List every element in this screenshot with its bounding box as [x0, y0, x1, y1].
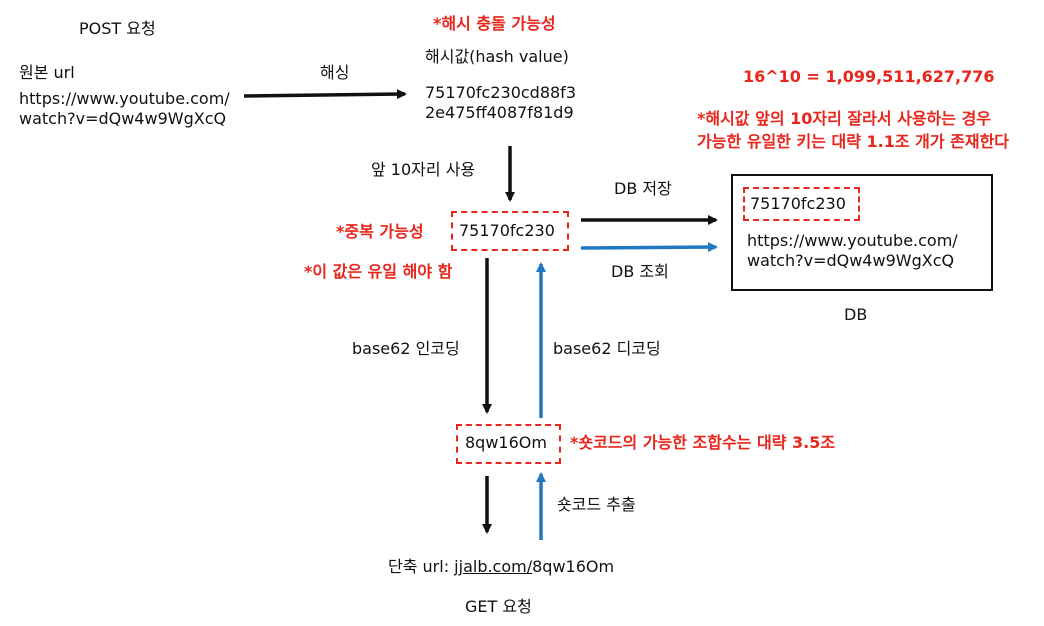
- db-url-line1: https://www.youtube.com/: [747, 231, 958, 250]
- hashing-arrow: [243, 89, 407, 100]
- combo-note: *숏코드의 가능한 조합수는 대략 3.5조: [570, 433, 836, 452]
- short-code-value: 8qw16Om: [465, 433, 547, 452]
- base62-decoding-label: base62 디코딩: [553, 339, 661, 358]
- db-lookup-label: DB 조회: [611, 262, 669, 281]
- original-url-line1: https://www.youtube.com/: [19, 89, 230, 108]
- short-url: 단축 url: jjalb.com/8qw16Om: [388, 556, 614, 578]
- post-request-label: POST 요청: [79, 19, 156, 38]
- short-hash-box: [451, 211, 569, 251]
- base62-encoding-label: base62 인코딩: [352, 339, 460, 358]
- formula-note: 16^10 = 1,099,511,627,776: [743, 67, 995, 86]
- short-url-domain-link[interactable]: jjalb.com/: [454, 557, 533, 576]
- use-first10-label: 앞 10자리 사용: [371, 160, 476, 179]
- hash-collision-note: *해시 충돌 가능성: [433, 14, 556, 33]
- db-key-box: [743, 187, 860, 221]
- duplicate-note: *중복 가능성: [336, 222, 424, 241]
- db-url-line2: watch?v=dQw4w9WgXcQ: [747, 251, 955, 270]
- short-hash-value: 75170fc230: [459, 221, 555, 240]
- short-code-box: [456, 424, 561, 464]
- get-request-label: GET 요청: [465, 597, 532, 616]
- db-box: [731, 174, 993, 291]
- db-lookup-arrow: [580, 242, 718, 253]
- short-code-extract-label: 숏코드 추출: [557, 495, 636, 514]
- hashing-label: 해싱: [320, 63, 350, 82]
- hash-value-line1: 75170fc230cd88f3: [425, 83, 576, 102]
- unique-note: *이 값은 유일 해야 함: [304, 262, 453, 281]
- db-store-label: DB 저장: [614, 179, 672, 198]
- short-url-label: 단축 url:: [388, 557, 455, 576]
- hash-value-line2: 2e475ff4087f81d9: [425, 103, 574, 122]
- short-url-code: 8qw16Om: [532, 557, 615, 576]
- db-caption: DB: [844, 305, 868, 324]
- db-key-value: 75170fc230: [750, 194, 846, 213]
- hash-value-label: 해시값(hash value): [425, 47, 569, 66]
- key-note-line2: 가능한 유일한 키는 대략 1.1조 개가 존재한다: [697, 132, 1010, 151]
- original-url-label: 원본 url: [19, 63, 75, 82]
- original-url-line2: watch?v=dQw4w9WgXcQ: [19, 109, 227, 128]
- key-note-line1: *해시값 앞의 10자리 잘라서 사용하는 경우: [697, 109, 992, 128]
